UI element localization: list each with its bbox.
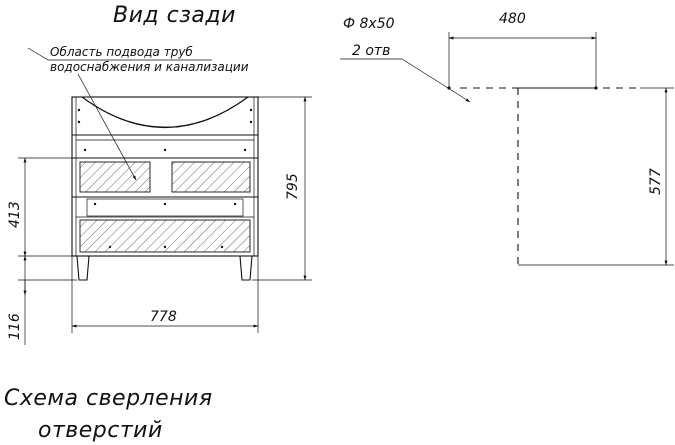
height-value: 795 xyxy=(285,173,301,200)
hole-spacing-value: 480 xyxy=(499,11,526,27)
dimension-height: 795 xyxy=(252,96,312,281)
fastener-note: Ф 8х50 2 отв xyxy=(340,16,471,103)
dimension-width: 778 xyxy=(71,256,259,333)
pipe-zone-value: 413 xyxy=(7,201,23,228)
back-view-title: Вид сзади xyxy=(113,3,236,28)
drilling-title-line-2: отверстий xyxy=(38,418,163,443)
callout-line-2: водоснабжения и канализации xyxy=(50,60,249,74)
width-value: 778 xyxy=(150,309,177,325)
cabinet-back-view xyxy=(71,96,259,281)
fastener-count: 2 отв xyxy=(352,43,390,59)
dimension-pipe-zone: 413 xyxy=(7,157,72,257)
drilling-scheme: 480 577 xyxy=(447,11,674,266)
leg-height-value: 116 xyxy=(7,313,23,340)
dimension-leg-height: 116 xyxy=(7,255,77,345)
fastener-spec: Ф 8х50 xyxy=(343,16,395,32)
hole-height-value: 577 xyxy=(648,168,664,195)
drilling-title-line-1: Схема сверления xyxy=(4,386,213,411)
pipe-area-callout: Область подвода труб водоснабжения и кан… xyxy=(27,45,249,181)
callout-line-1: Область подвода труб xyxy=(50,45,193,59)
